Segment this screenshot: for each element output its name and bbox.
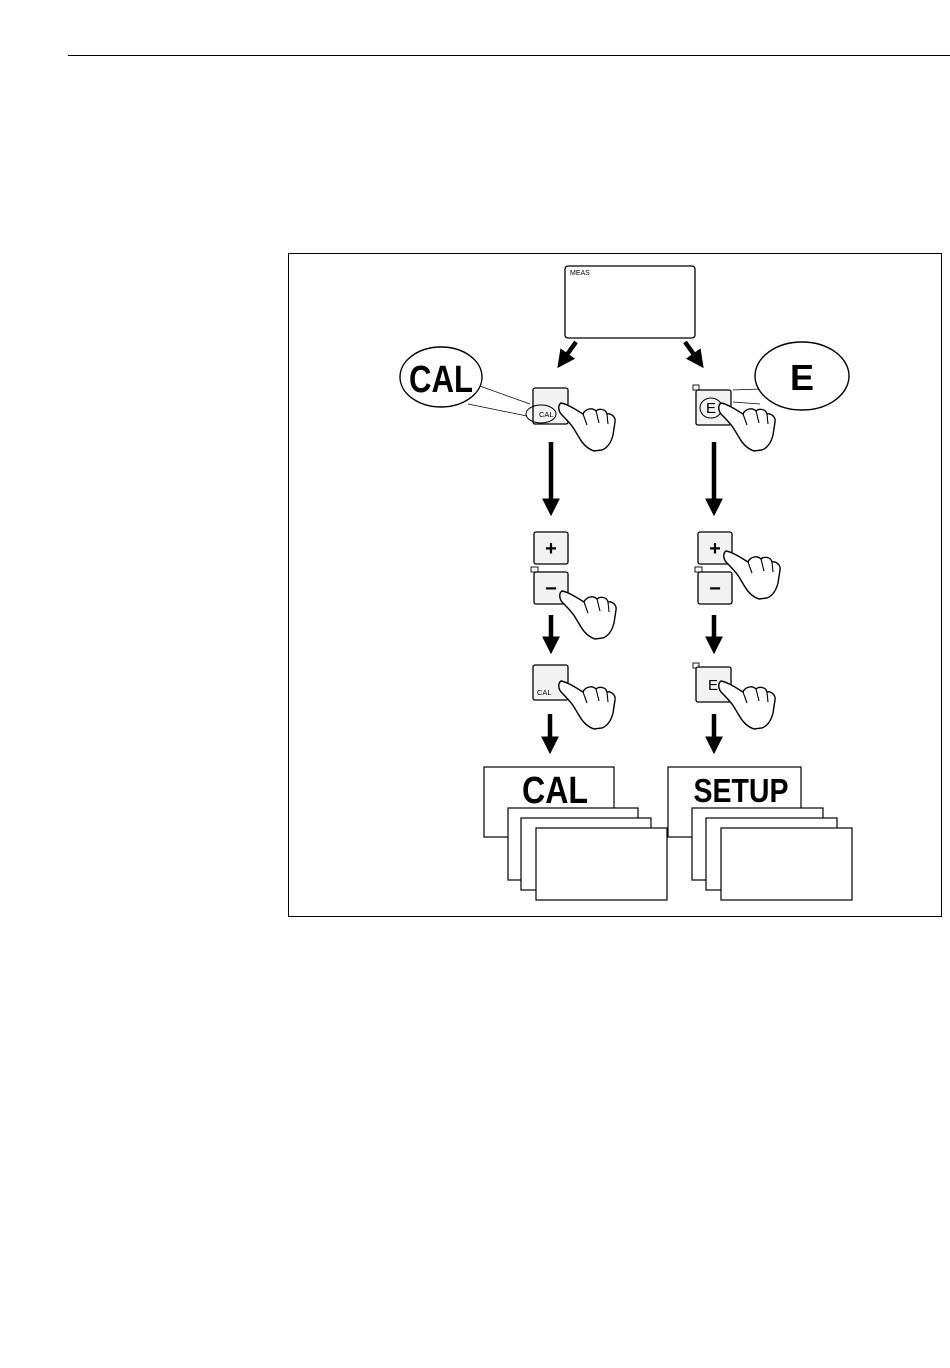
minus-key-right-label: − bbox=[709, 578, 721, 600]
meas-display: MEAS bbox=[565, 266, 695, 338]
cal-key-confirm-label: CAL bbox=[537, 688, 552, 697]
e-key-label: E bbox=[706, 400, 716, 417]
cal-callout: CAL bbox=[400, 347, 530, 416]
hand-confirm-e-icon bbox=[719, 681, 775, 729]
e-callout: E bbox=[733, 342, 849, 410]
cal-key-label: CAL bbox=[539, 410, 554, 419]
cal-menu-stack: CAL bbox=[484, 767, 667, 900]
meas-label: MEAS bbox=[570, 270, 590, 277]
hand-confirm-cal-icon bbox=[559, 681, 615, 729]
hand-press-cal-icon bbox=[559, 403, 615, 451]
plus-key-left-label: + bbox=[545, 538, 557, 560]
plus-key-right-label: + bbox=[709, 538, 721, 560]
arrow-to-cal bbox=[561, 342, 576, 363]
setup-menu-stack: SETUP bbox=[668, 767, 852, 900]
cal-callout-label: CAL bbox=[409, 359, 473, 401]
cal-menu-title: CAL bbox=[522, 770, 588, 812]
hand-press-minus-icon bbox=[560, 591, 616, 639]
e-callout-label: E bbox=[790, 357, 814, 398]
hand-press-e-icon bbox=[719, 403, 775, 451]
setup-menu-title: SETUP bbox=[694, 772, 789, 809]
e-key-confirm-label: E bbox=[708, 677, 718, 694]
arrow-to-e bbox=[685, 342, 700, 363]
minus-key-right[interactable]: − bbox=[695, 567, 732, 604]
plus-key-left[interactable]: + bbox=[534, 532, 568, 564]
minus-key-left-label: − bbox=[545, 578, 557, 600]
